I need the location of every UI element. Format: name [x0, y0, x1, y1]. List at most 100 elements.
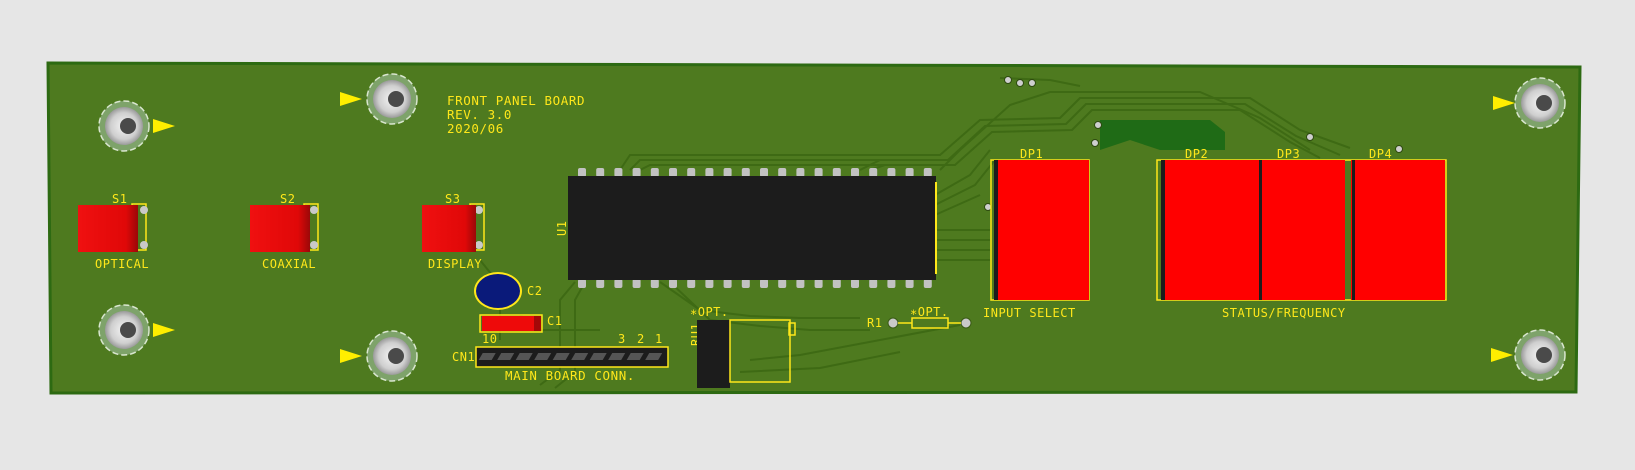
ic-pin: [832, 168, 841, 177]
ic-u1: U1: [555, 168, 937, 288]
switch-ref: S3: [445, 192, 460, 206]
display-ref: DP4: [1369, 147, 1392, 161]
connector-pin-label: 10: [482, 332, 497, 346]
board-title: FRONT PANEL BOARD REV. 3.0 2020/06: [447, 93, 585, 136]
display-ref: DP3: [1277, 147, 1300, 161]
connector-pin: [552, 353, 570, 360]
ic-pin: [687, 279, 696, 288]
ic-pin: [705, 279, 714, 288]
regulator-ru1: RU1 ∗OPT.: [689, 305, 796, 388]
ic-pin: [632, 168, 641, 177]
ic-pin: [796, 279, 805, 288]
push-button: [78, 205, 138, 252]
mounting-holes: [98, 73, 1566, 382]
switch-s2: S2 COAXIAL: [250, 192, 319, 271]
ic-pins-top: [578, 168, 932, 177]
ic-pin: [778, 168, 787, 177]
mounting-hole: [340, 330, 418, 382]
title-line-1: FRONT PANEL BOARD: [447, 93, 585, 108]
triangle-arrow-icon: [153, 323, 175, 337]
triangle-arrow-icon: [1493, 96, 1515, 110]
ic-pin: [905, 168, 914, 177]
switch-s1: S1 OPTICAL: [78, 192, 149, 271]
ic-pin: [632, 279, 641, 288]
connector-pin: [497, 353, 515, 360]
ic-pin: [723, 168, 732, 177]
connector-pin: [534, 353, 552, 360]
ic-pin: [760, 279, 768, 288]
ic-pin: [814, 168, 823, 177]
switch-ref: S1: [112, 192, 127, 206]
display-input-select: DP1 INPUT SELECT: [983, 147, 1090, 320]
switch-s3: S3 DISPLAY: [422, 192, 485, 271]
ic-pin: [669, 279, 677, 288]
ic-pin: [650, 279, 659, 288]
switch-label: COAXIAL: [262, 257, 316, 271]
copper-pour: [1100, 120, 1225, 150]
connector-pin: [608, 353, 626, 360]
seven-segment-display: [1351, 160, 1445, 300]
capacitor-c1: C1: [479, 314, 562, 333]
ic-pin: [705, 168, 714, 177]
resistor-r1: R1 ∗OPT.: [867, 305, 972, 330]
connector-ref: CN1: [452, 350, 475, 364]
capacitor-ref: C2: [527, 284, 542, 298]
display-group-label: STATUS/FREQUENCY: [1222, 306, 1346, 320]
title-line-2: REV. 3.0: [447, 107, 512, 122]
ic-pin: [923, 168, 932, 177]
mounting-hole: [98, 304, 175, 356]
resistor-ref: R1: [867, 316, 882, 330]
connector-pin: [478, 353, 496, 360]
capacitor-c2: C2: [474, 272, 542, 310]
push-button: [250, 205, 310, 252]
connector-pin: [571, 353, 589, 360]
ic-pin: [778, 279, 787, 288]
connector-cn1: 10 3 2 1 CN1 MAIN BOARD CONN.: [452, 332, 669, 383]
ic-pin: [596, 279, 605, 288]
display-group-label: INPUT SELECT: [983, 306, 1076, 320]
switch-label: OPTICAL: [95, 257, 149, 271]
ic-pin: [796, 168, 805, 177]
connector-pin: [626, 353, 644, 360]
ic-pin: [741, 168, 750, 177]
ic-pin: [887, 279, 896, 288]
triangle-arrow-icon: [153, 119, 175, 133]
capacitor-ref: C1: [547, 314, 562, 328]
ic-pin: [760, 168, 768, 177]
regulator-body: [697, 320, 730, 388]
display-ref: DP2: [1185, 147, 1208, 161]
triangle-arrow-icon: [340, 92, 362, 106]
ic-pin: [687, 168, 696, 177]
ic-pin: [578, 168, 586, 177]
mounting-hole: [340, 73, 418, 125]
connector-pins: [478, 353, 663, 360]
ic-pin: [923, 279, 932, 288]
seven-segment-display: [1161, 160, 1253, 300]
connector-label: MAIN BOARD CONN.: [505, 368, 635, 383]
switch-label: DISPLAY: [428, 257, 482, 271]
ic-pin: [723, 279, 732, 288]
ic-pin: [851, 168, 859, 177]
connector-pin: [515, 353, 533, 360]
ic-pin: [578, 279, 586, 288]
ic-pin: [869, 279, 878, 288]
switch-ref: S2: [280, 192, 295, 206]
ic-pin: [869, 168, 878, 177]
seven-segment-display: [994, 160, 1089, 300]
connector-pin-label: 2: [637, 332, 645, 346]
connector-pin-label: 3: [618, 332, 626, 346]
mounting-hole: [1491, 329, 1566, 381]
push-button: [422, 205, 476, 252]
vias: [984, 76, 1403, 211]
connector-pin: [645, 353, 663, 360]
display-ref: DP1: [1020, 147, 1043, 161]
mounting-hole: [1493, 77, 1566, 129]
regulator-note: ∗OPT.: [690, 305, 729, 319]
ic-body: [568, 176, 936, 280]
triangle-arrow-icon: [1491, 348, 1513, 362]
ic-pin: [814, 279, 823, 288]
mounting-hole: [98, 100, 175, 152]
ic-pin: [614, 168, 623, 177]
ic-pin: [741, 279, 750, 288]
